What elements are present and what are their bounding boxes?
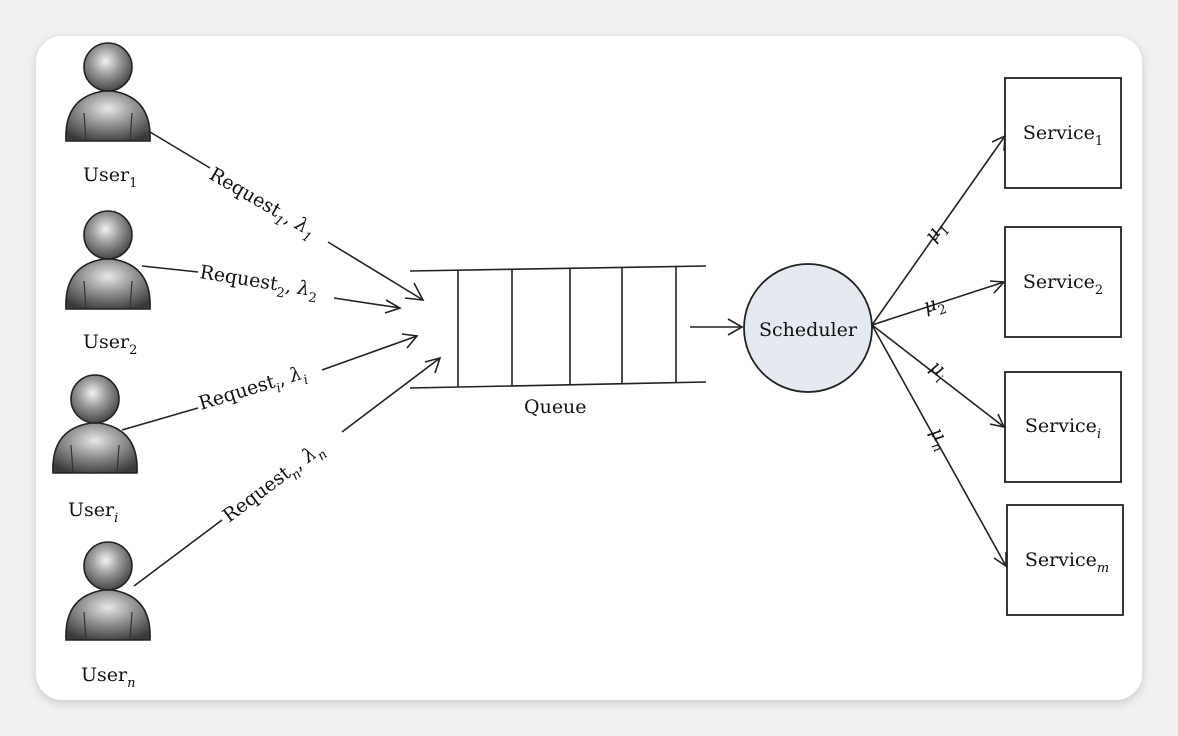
service-2-label: Service2 bbox=[1023, 271, 1103, 298]
service-2-box bbox=[1004, 226, 1122, 338]
user-1-label: User1 bbox=[83, 164, 137, 191]
user-i-label: Useri bbox=[68, 499, 118, 526]
request-n-label: Requestn, λn bbox=[219, 438, 331, 531]
queue bbox=[409, 265, 707, 389]
request-n-connector bbox=[133, 356, 442, 587]
rate-i-connector bbox=[871, 324, 1006, 429]
request-2-label: Request2, λ2 bbox=[197, 261, 319, 306]
user-i bbox=[52, 374, 138, 474]
rate-n-label: μn bbox=[921, 424, 955, 455]
user-2 bbox=[65, 210, 151, 310]
request-i-label: Requesti, λi bbox=[196, 361, 310, 419]
service-i-box bbox=[1004, 371, 1122, 483]
rate-2-connector bbox=[871, 280, 1006, 326]
scheduler bbox=[743, 263, 873, 393]
user-2-label: User2 bbox=[83, 331, 137, 358]
person-icon bbox=[65, 541, 151, 641]
request-i-connector bbox=[121, 333, 419, 431]
queue-label: Queue bbox=[524, 396, 587, 418]
request-2-connector bbox=[141, 265, 402, 314]
service-m-box bbox=[1006, 504, 1124, 616]
request-1-label: Request1, λ1 bbox=[203, 163, 320, 246]
service-m-label: Servicem bbox=[1025, 549, 1109, 576]
person-icon bbox=[52, 374, 138, 474]
queue-to-scheduler-arrow bbox=[690, 318, 744, 336]
user-1 bbox=[65, 42, 151, 142]
user-n bbox=[65, 541, 151, 641]
rate-1-label: μ1 bbox=[920, 216, 954, 248]
person-icon bbox=[65, 42, 151, 142]
request-1-connector bbox=[149, 131, 425, 301]
rate-n-connector bbox=[871, 324, 1007, 568]
rate-2-label: μ2 bbox=[921, 290, 949, 322]
service-1-label: Service1 bbox=[1023, 122, 1103, 149]
scheduler-label: Scheduler bbox=[759, 319, 858, 341]
rate-i-label: μi bbox=[923, 356, 953, 387]
service-i-label: Servicei bbox=[1025, 415, 1101, 442]
person-icon bbox=[65, 210, 151, 310]
user-n-label: Usern bbox=[81, 664, 135, 691]
service-1-box bbox=[1004, 77, 1122, 189]
diagram-card bbox=[36, 36, 1142, 700]
